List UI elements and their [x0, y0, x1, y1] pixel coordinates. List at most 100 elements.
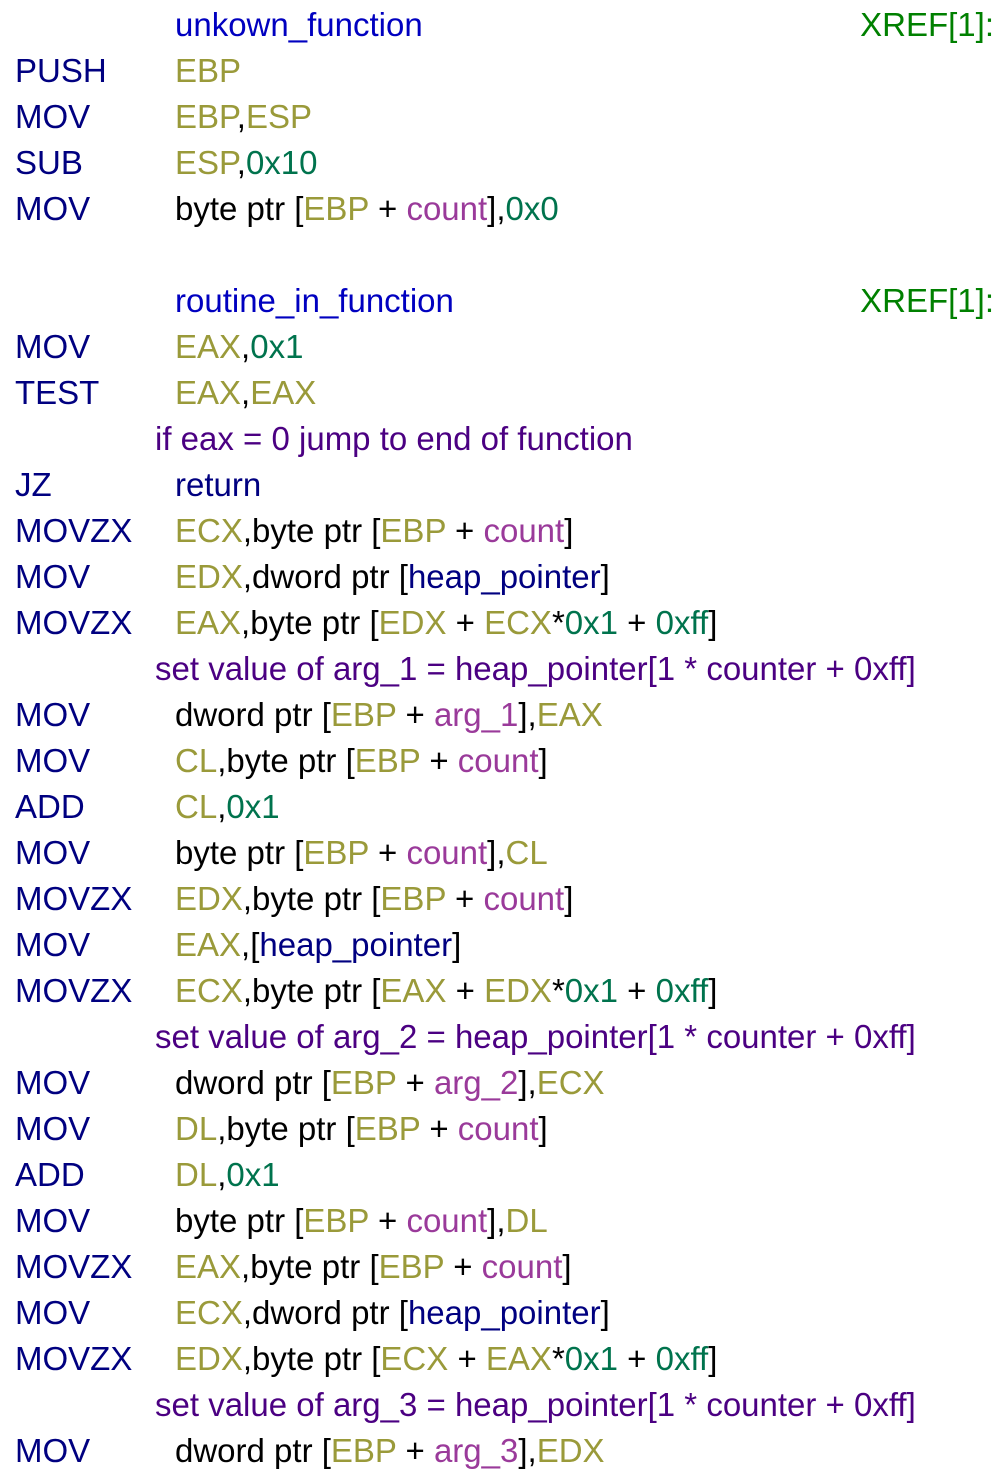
mnemonic[interactable]: MOVZX	[15, 1248, 133, 1285]
mnemonic[interactable]: SUB	[15, 144, 83, 181]
register-token[interactable]: EDX	[536, 1432, 605, 1469]
register-token[interactable]: CL	[175, 742, 218, 779]
register-token[interactable]: ESP	[245, 98, 312, 135]
register-token[interactable]: ECX	[380, 1340, 449, 1377]
register-token[interactable]: ESP	[175, 144, 237, 181]
register-token[interactable]: EBP	[354, 742, 421, 779]
register-token[interactable]: CL	[175, 788, 218, 825]
register-token[interactable]: EBP	[330, 1432, 397, 1469]
register-token[interactable]: EAX	[175, 926, 242, 963]
register-token[interactable]: EAX	[175, 604, 242, 641]
register-token[interactable]: EAX	[485, 1340, 552, 1377]
mnemonic[interactable]: MOV	[15, 834, 91, 871]
number-token[interactable]: 0x1	[564, 604, 618, 641]
register-token[interactable]: EDX	[484, 972, 552, 1009]
mnemonic[interactable]: MOV	[15, 742, 91, 779]
mnemonic[interactable]: TEST	[15, 374, 100, 411]
mnemonic[interactable]: MOVZX	[15, 972, 133, 1009]
mnemonic[interactable]: MOV	[15, 190, 91, 227]
register-token[interactable]: EBP	[354, 1110, 421, 1147]
mnemonic[interactable]: MOVZX	[15, 604, 133, 641]
number-token[interactable]: 0xff	[655, 1340, 709, 1377]
register-token[interactable]: EAX	[380, 972, 447, 1009]
mnemonic[interactable]: ADD	[15, 788, 85, 825]
number-token[interactable]: 0x1	[564, 1340, 618, 1377]
number-token[interactable]: 0xff	[655, 972, 709, 1009]
register-token[interactable]: ECX	[484, 604, 552, 641]
label-line[interactable]: unkown_function XREF[1]:	[0, 2, 1004, 48]
variable-token[interactable]: count	[457, 742, 539, 779]
mnemonic[interactable]: MOV	[15, 1294, 91, 1331]
register-token[interactable]: EBP	[175, 98, 237, 135]
xref-link[interactable]: XREF[1]:	[860, 282, 994, 319]
register-token[interactable]: ECX	[175, 1294, 243, 1331]
mnemonic[interactable]: JZ	[15, 466, 52, 503]
variable-token[interactable]: arg_2	[433, 1064, 519, 1101]
register-token[interactable]: EBP	[175, 52, 242, 89]
instruction-line[interactable]: PUSH EBP	[0, 48, 1004, 94]
mnemonic[interactable]: MOV	[15, 1202, 91, 1239]
register-token[interactable]: EBP	[380, 880, 446, 917]
mnemonic[interactable]: MOV	[15, 328, 91, 365]
register-token[interactable]: EBP	[303, 1202, 369, 1239]
register-token[interactable]: EDX	[175, 558, 243, 595]
symbol-token[interactable]: heap_pointer	[259, 926, 453, 963]
register-token[interactable]: ECX	[175, 512, 243, 549]
mnemonic[interactable]: MOV	[15, 1064, 91, 1101]
function-label[interactable]: routine_in_function	[175, 282, 454, 319]
register-token[interactable]: EBP	[380, 512, 446, 549]
register-token[interactable]: EDX	[175, 880, 243, 917]
register-token[interactable]: EBP	[330, 696, 397, 733]
mnemonic[interactable]: MOVZX	[15, 1340, 133, 1377]
number-token[interactable]: 0x1	[226, 1156, 280, 1193]
register-token[interactable]: EBP	[378, 1248, 445, 1285]
mnemonic[interactable]: ADD	[15, 1156, 85, 1193]
register-token[interactable]: EAX	[175, 1248, 242, 1285]
variable-token[interactable]: count	[483, 880, 565, 917]
register-token[interactable]: EBP	[330, 1064, 397, 1101]
variable-token[interactable]: count	[481, 1248, 563, 1285]
number-token[interactable]: 0xff	[655, 604, 709, 641]
symbol-token[interactable]: return	[175, 466, 262, 503]
variable-token[interactable]: count	[406, 1202, 488, 1239]
register-token[interactable]: EDX	[175, 1340, 243, 1377]
register-token[interactable]: EAX	[536, 696, 603, 733]
number-token[interactable]: 0x1	[564, 972, 618, 1009]
register-token[interactable]: CL	[505, 834, 548, 871]
label-line[interactable]: routine_in_function XREF[1]:	[0, 278, 1004, 324]
function-label[interactable]: unkown_function	[175, 6, 423, 43]
register-token[interactable]: ECX	[175, 972, 243, 1009]
register-token[interactable]: DL	[175, 1110, 218, 1147]
variable-token[interactable]: count	[457, 1110, 539, 1147]
mnemonic[interactable]: MOVZX	[15, 880, 133, 917]
xref-link[interactable]: XREF[1]:	[860, 6, 994, 43]
mnemonic[interactable]: MOV	[15, 696, 91, 733]
mnemonic[interactable]: MOV	[15, 1432, 91, 1469]
mnemonic[interactable]: MOVZX	[15, 512, 133, 549]
mnemonic[interactable]: MOV	[15, 558, 91, 595]
register-token[interactable]: EAX	[175, 328, 242, 365]
variable-token[interactable]: count	[406, 190, 488, 227]
symbol-token[interactable]: heap_pointer	[407, 558, 601, 595]
register-token[interactable]: EAX	[175, 374, 242, 411]
mnemonic[interactable]: PUSH	[15, 52, 107, 89]
symbol-token[interactable]: heap_pointer	[407, 1294, 601, 1331]
mnemonic[interactable]: MOV	[15, 926, 91, 963]
